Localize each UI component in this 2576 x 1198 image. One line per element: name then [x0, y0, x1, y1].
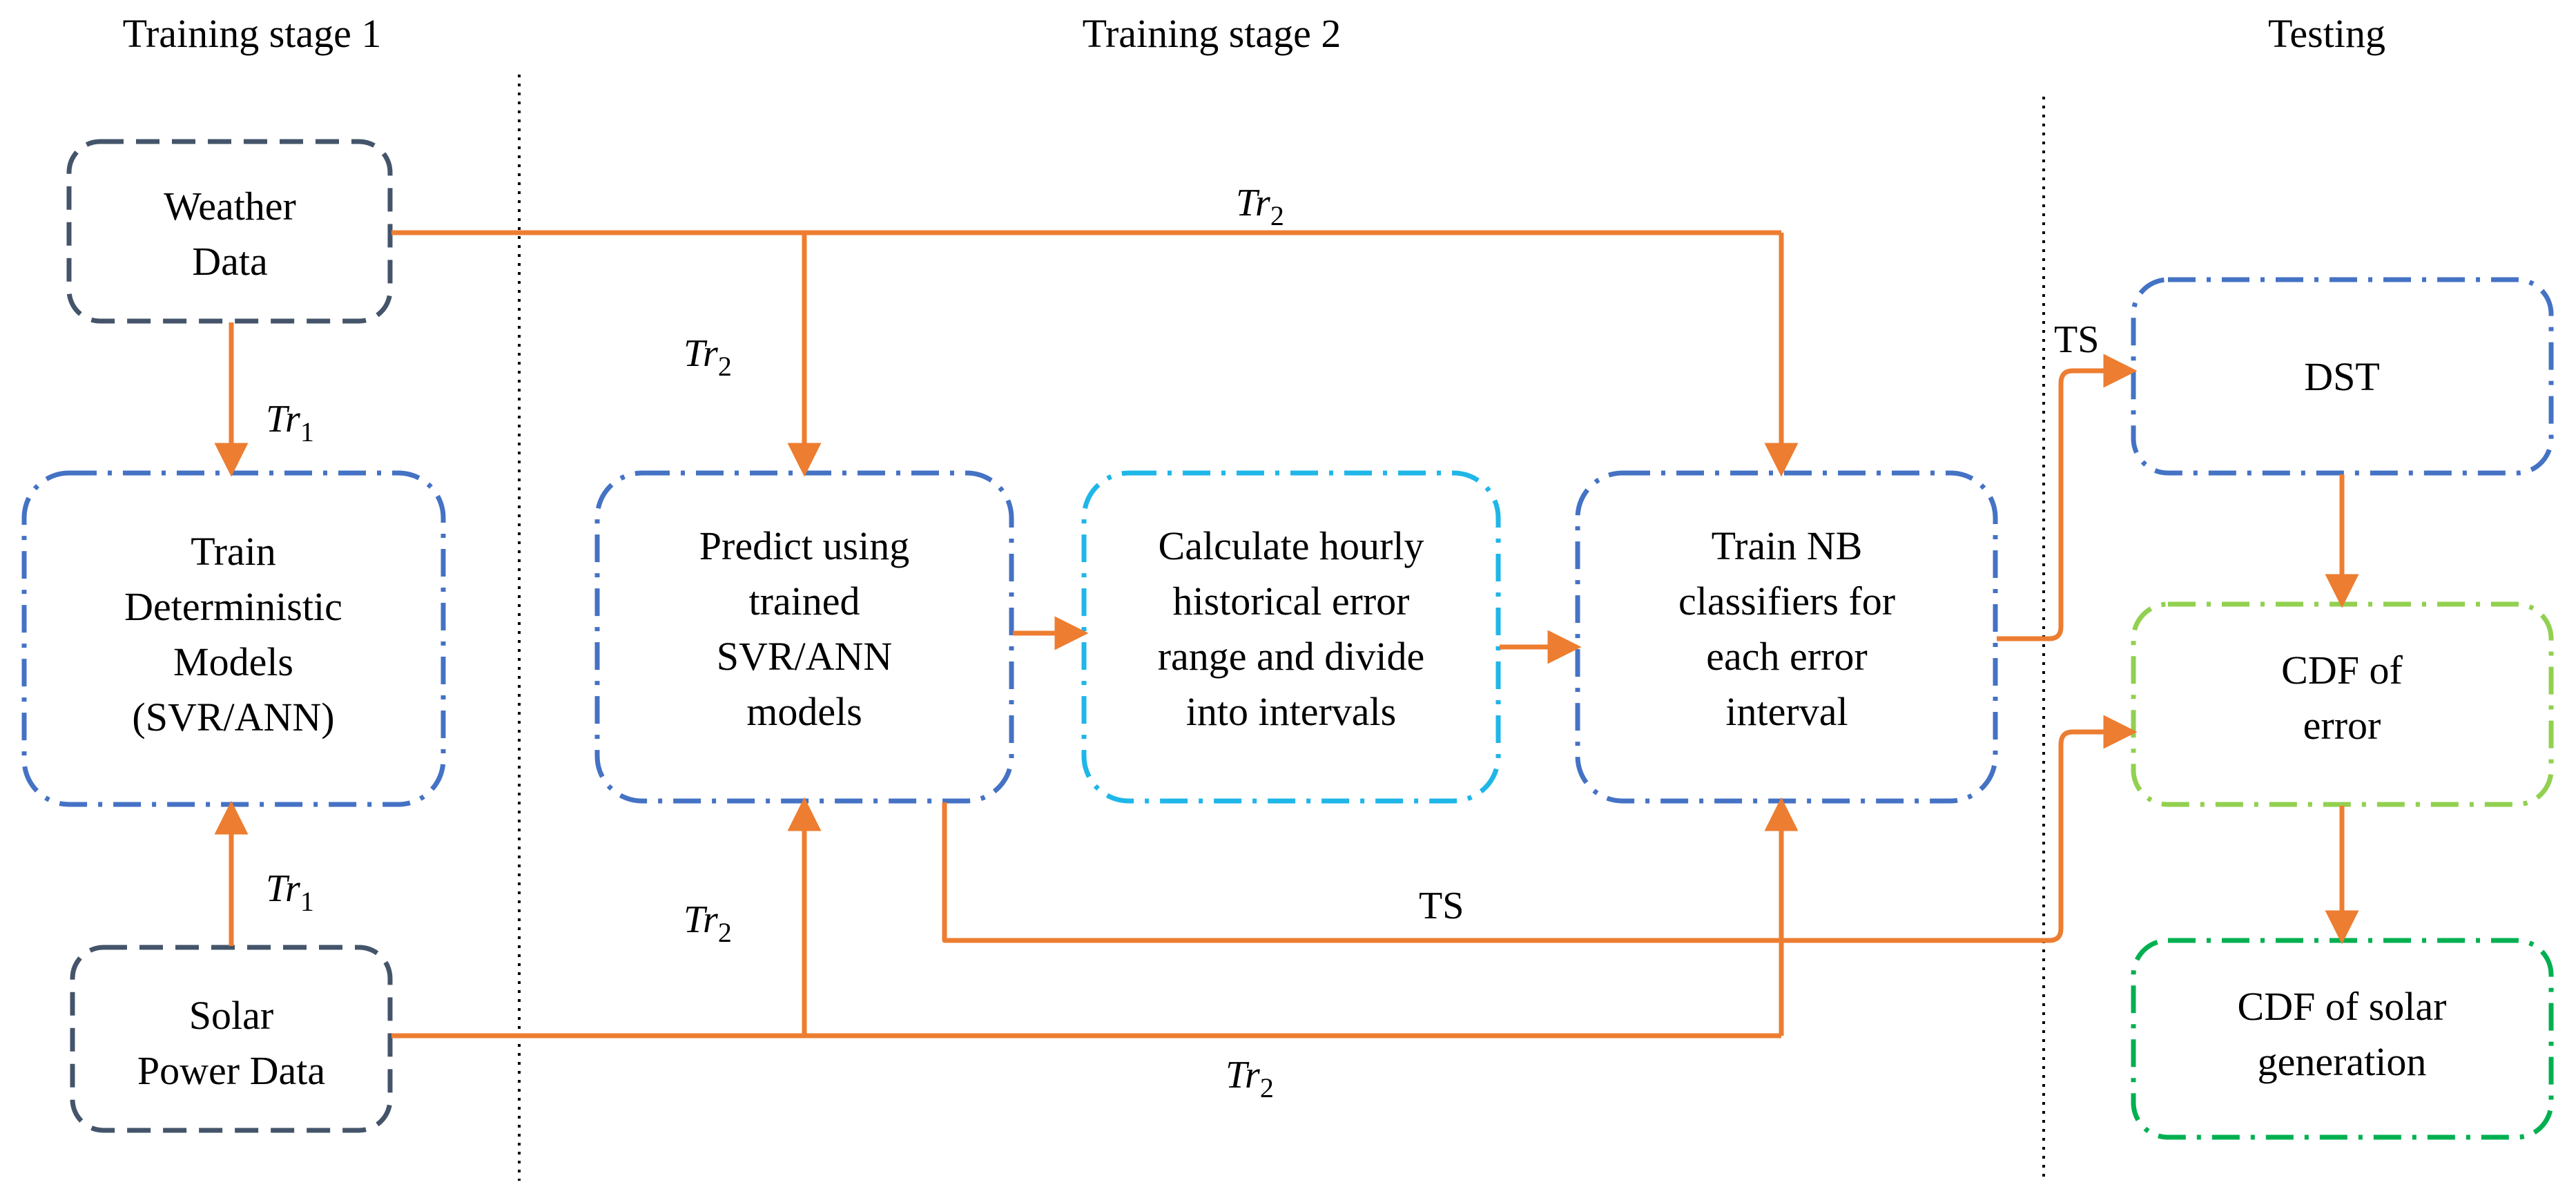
cdf-error-label: CDF of error — [2281, 648, 2403, 748]
svg-text:into intervals: into intervals — [1186, 689, 1396, 734]
svg-text:generation: generation — [2258, 1039, 2427, 1084]
svg-text:range and divide: range and divide — [1158, 634, 1425, 679]
svg-text:each error: each error — [1706, 634, 1867, 679]
calculate-box — [1081, 470, 1501, 804]
svg-text:Deterministic: Deterministic — [124, 584, 342, 629]
train-models-label: Train Deterministic Models (SVR/ANN) — [124, 529, 342, 740]
tr2-label-solar-line: Tr2 — [1226, 1054, 1274, 1103]
svg-text:classifiers for: classifiers for — [1678, 579, 1895, 624]
ts-label-right: TS — [2054, 318, 2099, 361]
train-nb-label: Train NB classifiers for each error inte… — [1678, 523, 1895, 734]
tr2-label-predict-bottom: Tr2 — [684, 898, 732, 948]
testing-header: Testing — [2268, 11, 2385, 56]
weather-data-label: Weather Data — [164, 184, 296, 284]
svg-text:Power Data: Power Data — [137, 1048, 325, 1093]
weather-data-box — [66, 139, 393, 324]
svg-text:models: models — [746, 689, 862, 734]
stage-2-header: Training stage 2 — [1083, 11, 1342, 56]
svg-text:Train: Train — [191, 529, 276, 574]
svg-text:Solar: Solar — [189, 993, 273, 1038]
svg-text:historical error: historical error — [1172, 579, 1409, 624]
svg-text:Calculate hourly: Calculate hourly — [1159, 523, 1424, 568]
train-models-box — [21, 470, 446, 807]
svg-text:trained: trained — [748, 579, 860, 624]
svg-text:Predict using: Predict using — [699, 523, 909, 568]
svg-text:CDF of: CDF of — [2281, 648, 2403, 693]
svg-text:(SVR/ANN): (SVR/ANN) — [132, 695, 334, 740]
cdf-solar-label: CDF of solar generation — [2238, 984, 2447, 1084]
calculate-label: Calculate hourly historical error range … — [1158, 523, 1425, 734]
svg-text:DST: DST — [2304, 354, 2380, 399]
tr1-label-bottom: Tr1 — [266, 867, 314, 917]
svg-text:Models: Models — [173, 639, 293, 684]
svg-text:error: error — [2303, 703, 2381, 748]
dst-label: DST — [2304, 354, 2380, 399]
stage-1-header: Training stage 1 — [123, 11, 382, 56]
tr1-label-top: Tr1 — [266, 398, 314, 447]
solar-power-data-box — [70, 945, 393, 1133]
svg-text:CDF of solar: CDF of solar — [2238, 984, 2447, 1029]
predict-label: Predict using trained SVR/ANN models — [699, 523, 909, 734]
svg-text:interval: interval — [1725, 689, 1848, 734]
tr2-label-weather-line: Tr2 — [1236, 182, 1284, 231]
svg-text:SVR/ANN: SVR/ANN — [717, 634, 893, 679]
tr2-label-predict-top: Tr2 — [684, 332, 732, 382]
train-nb-to-dst-arrow — [1997, 354, 2138, 641]
ts-label-middle: TS — [1419, 885, 1464, 927]
svg-text:Weather: Weather — [164, 184, 296, 229]
svg-text:Train NB: Train NB — [1712, 523, 1863, 568]
svg-text:Data: Data — [192, 239, 268, 284]
predict-to-cdf-error-arrow — [942, 715, 2138, 943]
solar-power-data-label: Solar Power Data — [137, 993, 325, 1093]
